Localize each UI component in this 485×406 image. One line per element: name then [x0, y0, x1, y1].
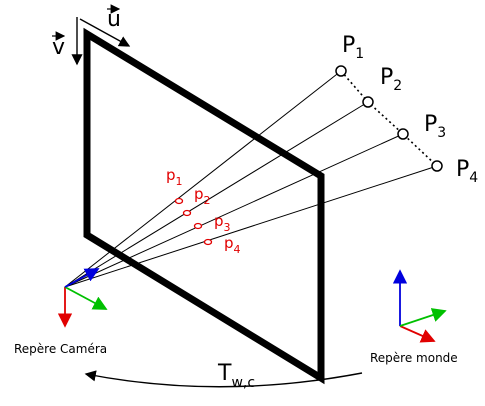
svg-text:v: v	[52, 35, 65, 60]
image-point-p3-marker	[193, 222, 203, 230]
world-frame-label: Repère monde	[370, 351, 458, 365]
image-point-p1-label: p1	[166, 166, 183, 188]
u-vector-label: u	[107, 4, 121, 32]
image-point-p4-label: p4	[224, 234, 241, 256]
image-point-p3-label: p3	[214, 212, 231, 234]
svg-text:u: u	[107, 7, 121, 32]
ray-p1	[64, 70, 342, 288]
world-point-markers	[335, 65, 443, 172]
world-point-p3-marker	[397, 128, 409, 140]
world-point-p1-marker	[335, 65, 347, 77]
image-point-p2-marker	[182, 209, 192, 217]
ray-p4	[64, 165, 438, 288]
world-point-p2-label: P2	[380, 65, 402, 94]
v-vector-label: v	[52, 31, 66, 60]
transform-arc-arrow	[84, 370, 363, 388]
world-point-p3-label: P3	[424, 112, 446, 141]
camera-frame-axes	[57, 268, 108, 328]
world-point-p4-label: P4	[456, 157, 478, 186]
image-plane	[83, 27, 325, 385]
world-frame-axes	[392, 269, 447, 343]
camera-frame-label: Repère Caméra	[14, 342, 107, 356]
world-axis-x	[399, 325, 436, 343]
ray-p3	[64, 133, 404, 288]
camera-axis-z	[64, 268, 100, 288]
transform-label: Tw,c	[217, 361, 255, 391]
camera-axis-y	[64, 286, 108, 310]
ray-p2	[64, 101, 369, 288]
world-axis-y	[399, 308, 447, 327]
u-vector-arrow	[79, 18, 131, 47]
image-point-markers	[174, 197, 213, 246]
world-points-dotted-line	[340, 70, 438, 167]
image-point-p1-marker	[174, 197, 184, 205]
world-point-p4-marker	[431, 160, 443, 172]
image-point-p2-label: p2	[194, 185, 211, 207]
projection-rays	[64, 70, 438, 288]
world-point-p1-label: P1	[342, 33, 364, 62]
world-point-p2-marker	[362, 96, 374, 108]
image-point-p4-marker	[203, 238, 213, 246]
